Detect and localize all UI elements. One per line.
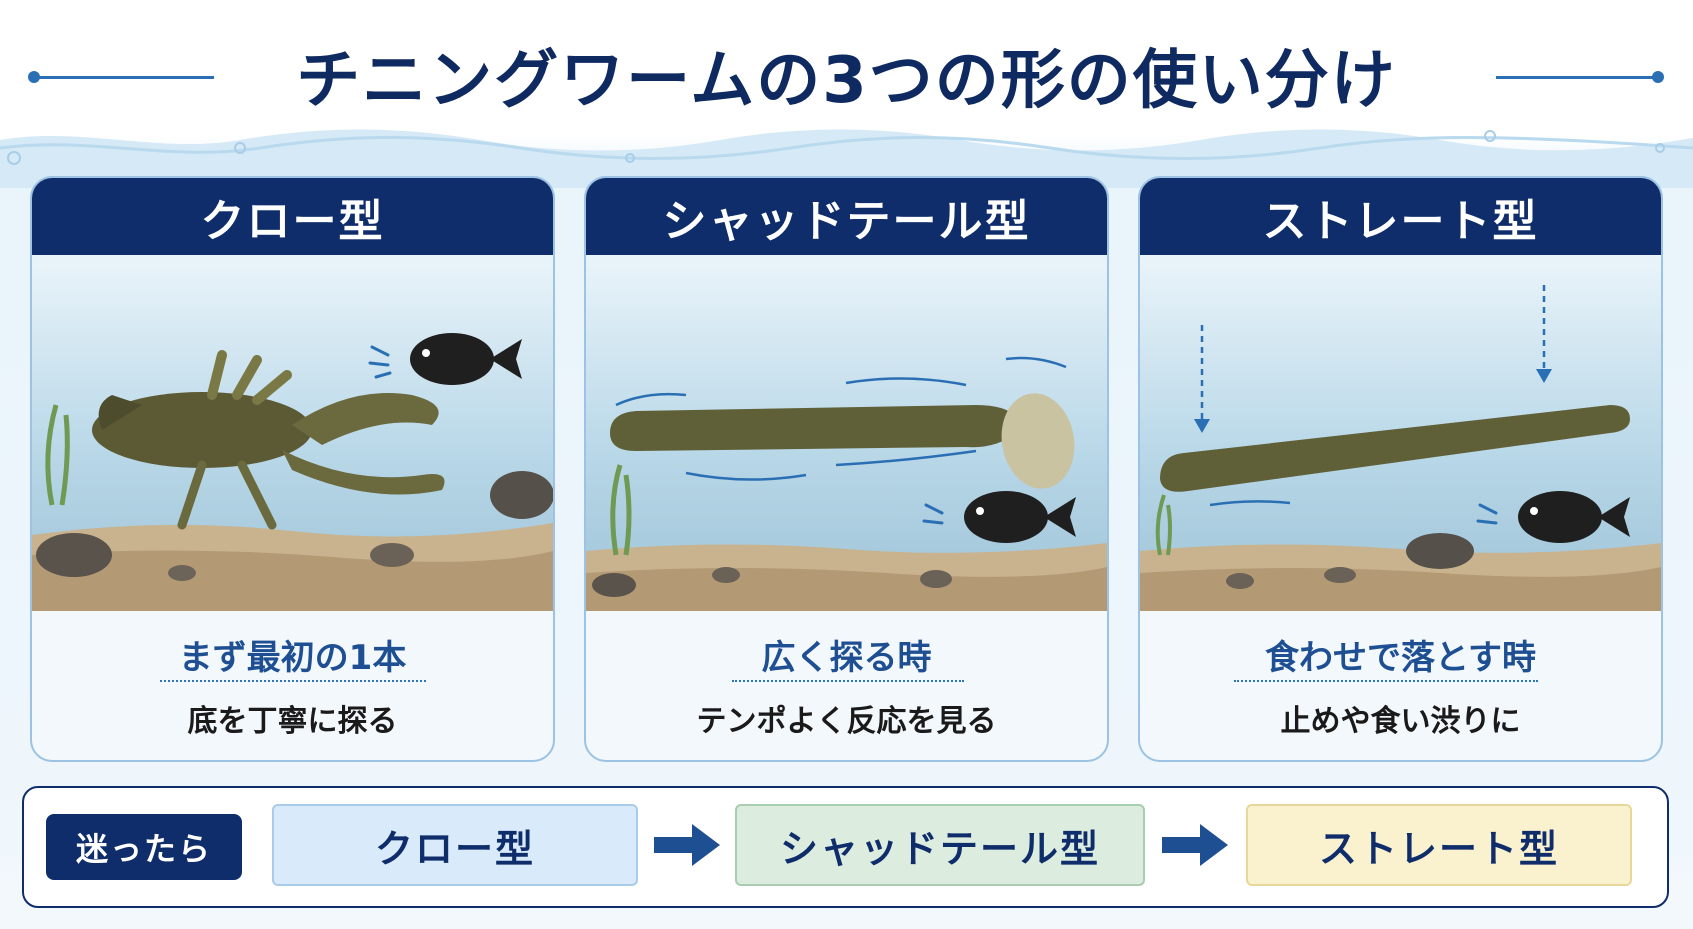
flow-lead-badge: 迷ったら (46, 814, 242, 880)
headline-underline (732, 680, 964, 682)
straight-worm-icon (1160, 405, 1630, 492)
card-heading: クロー型 (32, 178, 553, 255)
flow-step-shad-tail: シャッドテール型 (735, 804, 1145, 886)
card-heading: ストレート型 (1140, 178, 1661, 255)
title-row: チニングワームの3つの形の使い分け (0, 30, 1693, 120)
title-rule-right (1496, 76, 1656, 79)
underwater-scene (32, 255, 553, 611)
crayfish-worm-icon (92, 350, 445, 530)
card-description: テンポよく反応を見る (696, 704, 997, 739)
title-rule-left (34, 76, 214, 79)
fish-icon (410, 333, 522, 385)
wave-decoration (0, 129, 1693, 188)
card-headline: 広く探る時 (761, 638, 932, 678)
card-claw: クロー型 (30, 176, 555, 762)
headline-underline (1234, 680, 1538, 682)
card-description: 底を丁寧に探る (187, 704, 398, 739)
underwater-scene (1140, 255, 1661, 611)
flow-step-straight: ストレート型 (1246, 804, 1632, 886)
arrow-right-icon (654, 824, 720, 866)
fish-icon (1518, 491, 1630, 543)
card-headline: まず最初の1本 (178, 638, 407, 678)
shad-tail-worm-icon (610, 393, 1075, 489)
title-dot-right (1652, 71, 1664, 83)
card-heading: シャッドテール型 (586, 178, 1107, 255)
headline-underline (160, 680, 426, 682)
flow-step-claw: クロー型 (272, 804, 638, 886)
card-straight: ストレート型 (1138, 176, 1663, 762)
page-title: チニングワームの3つの形の使い分け (296, 44, 1397, 118)
card-headline: 食わせで落とす時 (1265, 638, 1536, 678)
arrow-right-icon (1162, 824, 1228, 866)
card-shad-tail: シャッドテール型 (584, 176, 1109, 762)
underwater-scene (586, 255, 1107, 611)
fish-icon (964, 491, 1076, 543)
title-dot-left (28, 71, 40, 83)
card-description: 止めや食い渋りに (1280, 704, 1521, 739)
